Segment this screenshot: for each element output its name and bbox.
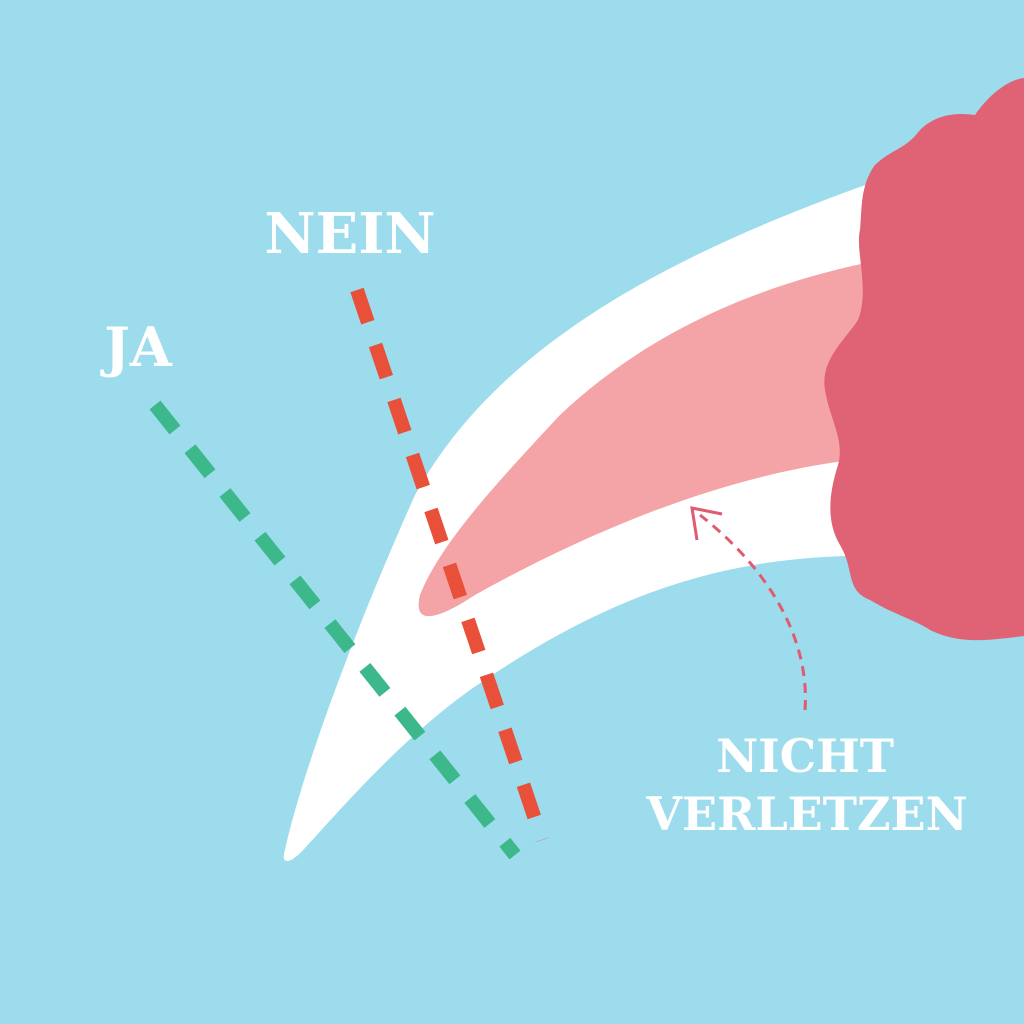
right-cut-line: [149, 400, 521, 860]
toe: [824, 78, 1024, 641]
arrow-head-icon: [690, 506, 723, 541]
quick: [418, 262, 870, 617]
warning-arrow: [699, 513, 807, 711]
label-ja: JA: [100, 315, 173, 379]
wrong-cut-line: [350, 287, 549, 843]
label-verletzen: VERLETZEN: [645, 787, 967, 841]
label-nein: NEIN: [264, 201, 435, 267]
label-nicht: NICHT: [716, 729, 894, 783]
